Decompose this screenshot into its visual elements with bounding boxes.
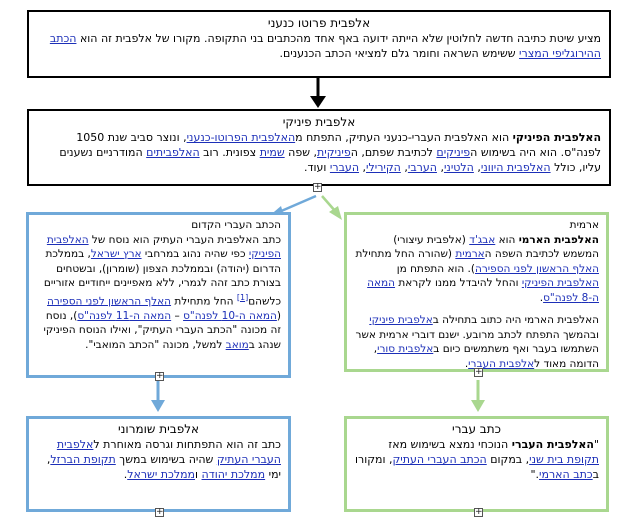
link-second-temple-period[interactable]: תקופת בית שני	[529, 453, 599, 466]
link-10th-century-bce[interactable]: המאה ה-10 לפנה"ס	[183, 309, 277, 322]
phoenician-expand-button[interactable]: +	[313, 182, 322, 192]
samaritan-box: אלפבית שומרוני כתב זה הוא התפתחות וגרסה …	[26, 416, 291, 512]
phoenician-box: אלפבית פיניקי האלפבית הפיניקי הוא האלפבי…	[27, 109, 611, 186]
link-paleo-hebrew-script[interactable]: הכתב העברי העתיק	[392, 453, 487, 466]
arrow-aramaic-to-hebrew-head	[471, 400, 485, 412]
aramaic-expand-button[interactable]: +	[474, 367, 483, 377]
aramaic-title: ארמית	[569, 219, 599, 231]
link-alphabets[interactable]: האלפביתים	[146, 146, 200, 159]
samaritan-text: כתב זה הוא התפתחות וגרסה מאוחרת לאלפבית …	[46, 438, 281, 481]
paleo-hebrew-expand-button[interactable]: +	[155, 371, 164, 381]
link-abjad[interactable]: אבג'ד	[469, 233, 496, 246]
link-kingdom-of-judah[interactable]: ממלכת יהודה	[201, 468, 266, 481]
link-aramaic[interactable]: ארמית	[455, 248, 485, 260]
link-iron-age[interactable]: תקופת הברזל	[50, 453, 116, 466]
paleo-hebrew-title: הכתב העברי הקדום	[191, 219, 281, 231]
hebrew-script-title: כתב עברי	[452, 422, 501, 436]
link-phoenician-script[interactable]: אלפבית פיניקי	[369, 314, 433, 326]
link-phoenicians[interactable]: פיניקים	[436, 146, 471, 159]
link-egyptian-hieroglyphs[interactable]: הכתב ההירוגליפי המצרי	[49, 32, 601, 60]
link-semitic[interactable]: שמית	[259, 146, 285, 159]
link-land-of-israel[interactable]: ארץ ישראל	[90, 248, 142, 260]
link-phoenician-alphabet[interactable]: האלפבית הפיניקי	[521, 277, 599, 289]
samaritan-expand-button[interactable]: +	[155, 507, 164, 517]
phoenician-text: האלפבית הפיניקי הוא האלפבית העברי-כנעני …	[59, 131, 601, 174]
hebrew-script-box: כתב עברי "האלפבית העברי הנוכחי נמצא בשימ…	[344, 416, 609, 512]
arrow-phoenician-to-aramaic-head	[329, 206, 342, 220]
aramaic-box: ארמית האלפבית הארמי הוא אבג'ד (אלפבית עי…	[344, 212, 609, 372]
proto-canaanite-text: מציע שיטת כתיבה חדשה לחלוטין שלא הייתה י…	[49, 32, 601, 60]
arrow-phoenician-to-paleo	[278, 194, 317, 214]
link-cyrillic[interactable]: הקירילי	[366, 161, 401, 174]
arrow-proto-to-phoenician-head	[310, 96, 326, 108]
arrow-paleo-to-samaritan-head	[151, 400, 165, 412]
paleo-hebrew-text: כתב האלפבית העברי העתיק הוא נוסח של האלפ…	[43, 233, 281, 351]
link-first-millennium-bce[interactable]: האלף הראשון לפני הספירה	[47, 295, 172, 307]
hebrew-script-expand-button[interactable]: +	[474, 507, 483, 517]
link-aramaic-script[interactable]: כתב הארמי	[539, 468, 593, 481]
proto-canaanite-title: אלפבית פרוטו כנעני	[267, 16, 371, 30]
link-moab[interactable]: מואב	[225, 338, 249, 351]
phoenician-title: אלפבית פיניקי	[282, 115, 356, 129]
aramaic-text-1: האלפבית הארמי הוא אבג'ד (אלפבית עיצורי) …	[355, 233, 599, 304]
link-kingdom-of-israel[interactable]: ממלכת ישראל	[127, 468, 196, 481]
link-11th-century-bce[interactable]: המאה ה-11 לפנה"ס	[77, 309, 172, 322]
paleo-hebrew-box: הכתב העברי הקדום כתב האלפבית העברי העתיק…	[26, 212, 291, 378]
link-paleo-hebrew-alphabet[interactable]: אלפבית העברי העתיק	[56, 438, 281, 466]
link-first-millennium-bce[interactable]: האלף הראשון לפני הספירה	[475, 262, 599, 275]
link-greek-alphabet[interactable]: האלפבית היווני	[480, 161, 551, 174]
proto-canaanite-box: אלפבית פרוטו כנעני מציע שיטת כתיבה חדשה …	[27, 10, 611, 78]
link-syriac-alphabet[interactable]: אלפבית סורי	[377, 343, 434, 355]
hebrew-script-text: "האלפבית העברי הנוכחי נמצא בשימוש מאז תק…	[355, 438, 599, 481]
link-phoenician-alphabet[interactable]: האלפבית הפיניקי	[46, 233, 281, 261]
link-hebrew-alphabet[interactable]: אלפבית העברי	[468, 357, 535, 370]
link-arabic[interactable]: הערבי	[407, 161, 437, 174]
link-hebrew[interactable]: העברי	[329, 161, 360, 174]
link-latin[interactable]: הלטיני	[443, 161, 474, 174]
footnote-1-link[interactable]: [1]	[236, 292, 249, 302]
aramaic-text-2: האלפבית הארמי היה כתוב בתחילה באלפבית פי…	[355, 314, 599, 370]
samaritan-title: אלפבית שומרוני	[117, 422, 200, 436]
link-phoenician-language[interactable]: פיניקית	[317, 146, 351, 159]
link-proto-canaanite[interactable]: האלפבית הפרוטו-כנעני	[186, 131, 296, 144]
link-8th-century-bce[interactable]: המאה ה-8 לפנה"ס	[367, 277, 599, 304]
